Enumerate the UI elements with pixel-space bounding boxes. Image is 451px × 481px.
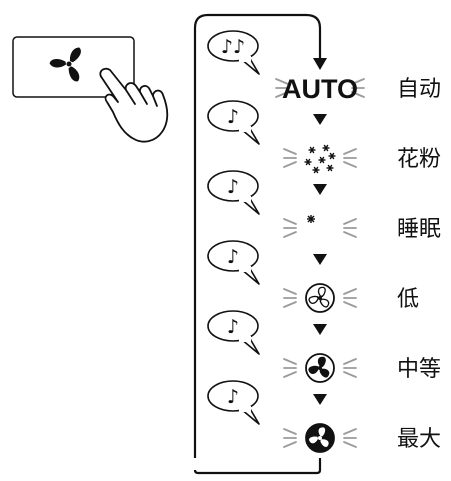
down-arrow-icon bbox=[313, 324, 327, 335]
glow-lines bbox=[283, 358, 297, 378]
fan-solid-icon bbox=[305, 423, 335, 453]
fan-half-icon bbox=[305, 353, 335, 383]
mode-label-low: 低 bbox=[397, 287, 419, 312]
mode-label-max: 最大 bbox=[397, 427, 441, 452]
beep-bubble: ♪ bbox=[207, 310, 260, 355]
beep-bubble: ♪♪ bbox=[207, 30, 260, 75]
down-arrow-icon bbox=[313, 394, 327, 405]
down-arrow-icon bbox=[313, 184, 327, 195]
glow-lines bbox=[283, 288, 297, 308]
fan-button-icon bbox=[49, 47, 81, 82]
mode-label-auto: 自动 bbox=[397, 77, 441, 102]
loop-arrowhead bbox=[313, 58, 327, 70]
beep-note-text: ♪ bbox=[227, 316, 239, 338]
fan-outline-icon bbox=[305, 283, 335, 313]
beep-bubble: ♪ bbox=[207, 170, 260, 215]
glow-lines bbox=[343, 218, 357, 238]
mode-row-max: ♪ 最大 bbox=[207, 380, 441, 453]
glow-lines bbox=[283, 428, 297, 448]
mode-label-pollen: 花粉 bbox=[397, 147, 441, 172]
mode-row-low: ♪低 bbox=[207, 240, 419, 335]
beep-note-text: ♪ bbox=[227, 386, 239, 408]
glow-lines bbox=[343, 358, 357, 378]
glow-lines bbox=[343, 428, 357, 448]
mode-row-pollen: ♪ 花粉 bbox=[207, 100, 441, 195]
auto-text: AUTO bbox=[282, 74, 358, 104]
glow-lines bbox=[283, 148, 297, 168]
beep-note-text: ♪♪ bbox=[221, 36, 245, 58]
glow-lines bbox=[343, 288, 357, 308]
down-arrow-icon bbox=[313, 254, 327, 265]
auto-text-icon: AUTO bbox=[282, 74, 358, 104]
beep-bubble: ♪ bbox=[207, 100, 260, 145]
glow-lines bbox=[283, 218, 297, 238]
hand-pointer-icon bbox=[99, 67, 169, 143]
moon-stars-icon bbox=[307, 215, 332, 241]
beep-note-text: ♪ bbox=[227, 176, 239, 198]
down-arrow-icon bbox=[313, 114, 327, 125]
cycle-loop bbox=[193, 13, 322, 475]
glow-lines bbox=[275, 78, 289, 98]
beep-bubble: ♪ bbox=[207, 240, 260, 285]
beep-bubble: ♪ bbox=[207, 380, 260, 425]
beep-note-text: ♪ bbox=[227, 106, 239, 128]
glow-lines bbox=[351, 78, 365, 98]
glow-lines bbox=[343, 148, 357, 168]
mode-label-sleep: 睡眠 bbox=[397, 217, 441, 242]
mode-row-medium: ♪ 中等 bbox=[207, 310, 441, 405]
mode-row-auto: ♪♪ AUTO 自动 bbox=[207, 30, 441, 125]
pollen-icon bbox=[304, 144, 336, 174]
mode-row-sleep: ♪ 睡眠 bbox=[207, 170, 441, 265]
mode-label-medium: 中等 bbox=[397, 357, 441, 382]
beep-note-text: ♪ bbox=[227, 246, 239, 268]
